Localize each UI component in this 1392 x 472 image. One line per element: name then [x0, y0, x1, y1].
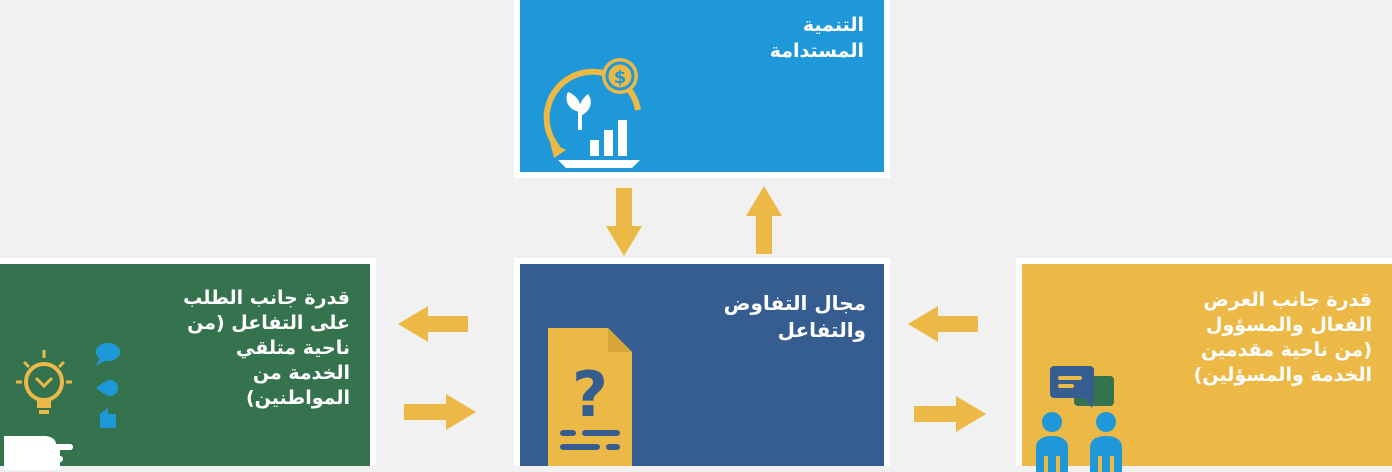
negotiation-interaction-box: مجال التفاوض والتفاعل ? [514, 258, 890, 466]
supply-side-label: قدرة جانب العرض الفعال والمسؤول (من ناحي… [1193, 289, 1372, 386]
idea-hand-icon [4, 343, 120, 470]
people-discussion-icon [1036, 366, 1122, 472]
sustainable-development-label: التنمية المستدامة [769, 14, 864, 62]
supply-side-box: قدرة جانب العرض الفعال والمسؤول (من ناحي… [1016, 258, 1392, 472]
demand-side-box: قدرة جانب الطلب على التفاعل (من ناحية مت… [0, 258, 376, 470]
arrow-right-to-center [404, 394, 476, 430]
svg-text:$: $ [614, 67, 627, 88]
arrow-right-to-supply [914, 396, 986, 432]
svg-text:?: ? [572, 358, 608, 431]
sustainable-development-box: التنمية المستدامة $ [514, 0, 890, 178]
negotiation-interaction-label: مجال التفاوض والتفاعل [723, 291, 866, 342]
question-document-icon: ? [548, 328, 632, 466]
arrow-left-to-demand [398, 306, 468, 342]
demand-side-label: قدرة جانب الطلب على التفاعل (من ناحية مت… [183, 287, 350, 409]
sustainable-growth-icon: $ [543, 58, 641, 168]
arrow-left-to-center [908, 306, 978, 342]
arrow-up-to-top [746, 186, 782, 254]
arrow-down-to-center [606, 188, 642, 256]
